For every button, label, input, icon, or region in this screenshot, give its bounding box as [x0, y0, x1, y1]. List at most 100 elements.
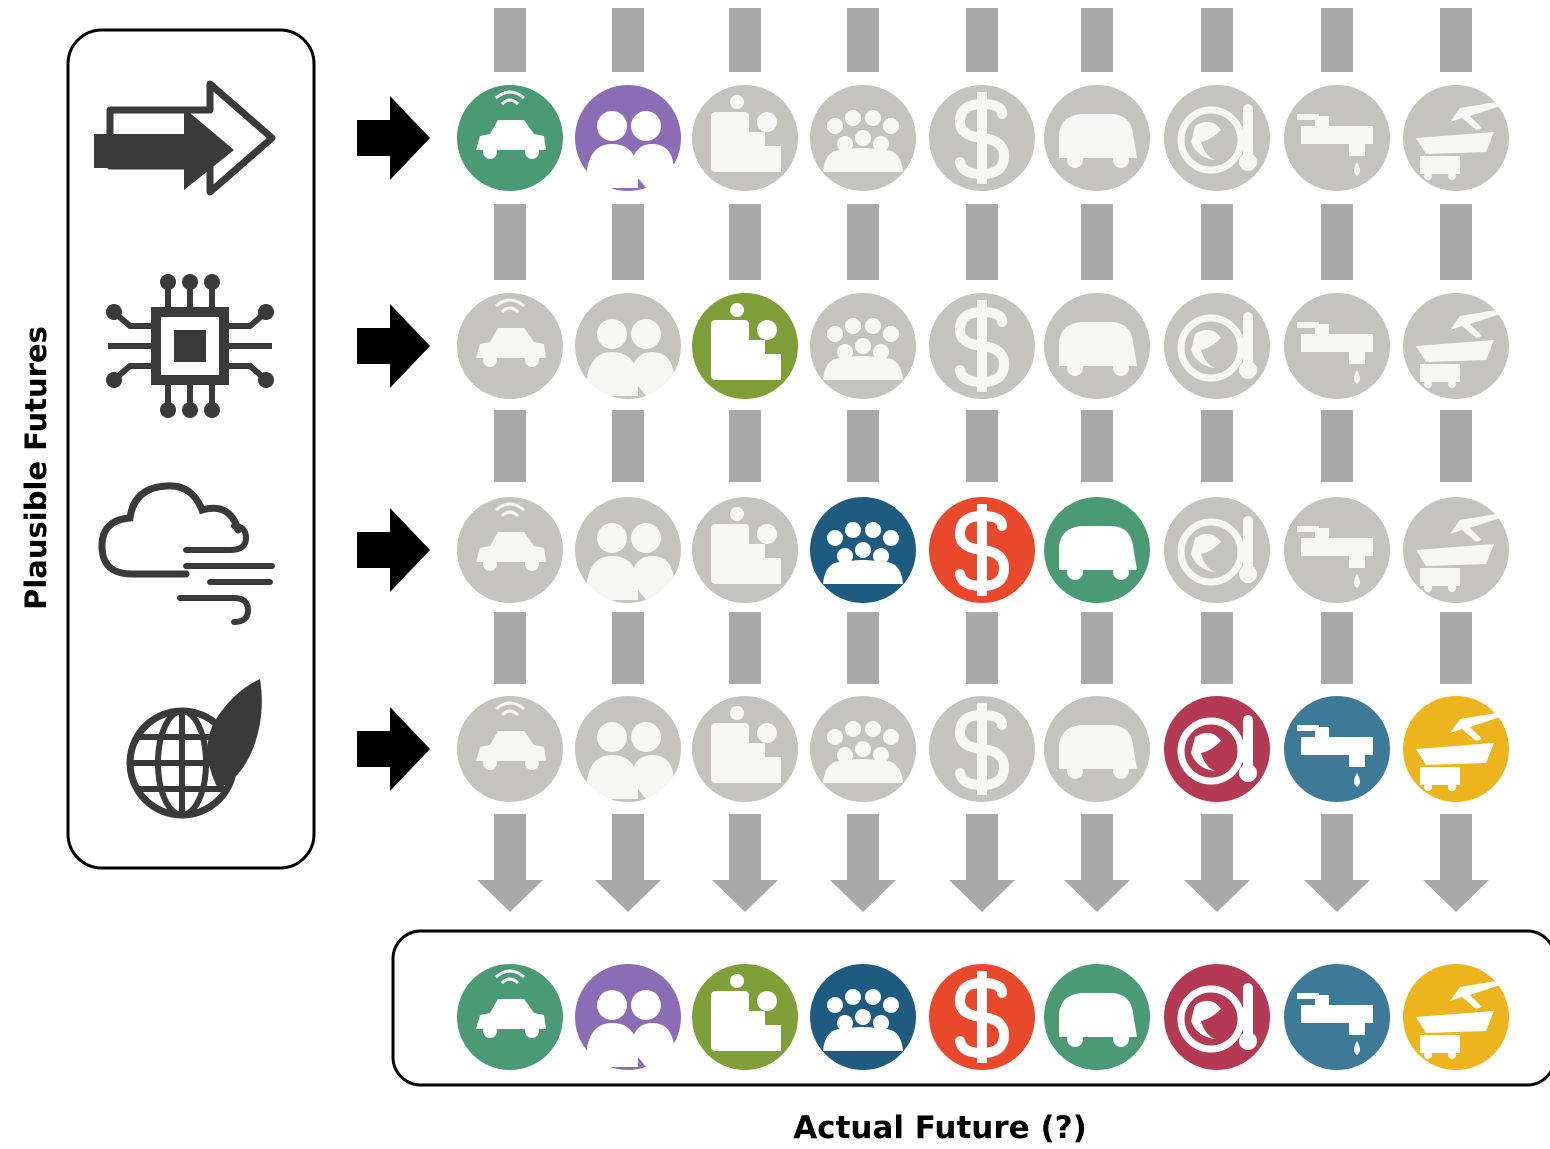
connector-bar: [494, 612, 526, 684]
water-faucet-icon: [1297, 114, 1373, 176]
factor-cell: [692, 293, 798, 399]
actual-factor: [1164, 964, 1270, 1070]
forward-arrows-icon: [94, 80, 276, 196]
connector-bar: [1081, 8, 1113, 72]
right-arrow-icon: [357, 707, 430, 791]
factor-cell: [1164, 696, 1270, 802]
water-faucet-icon: [1297, 322, 1373, 384]
dollar-road-icon: [954, 703, 1010, 795]
down-arrow-icon: [1184, 880, 1250, 912]
actual-factor: [1284, 964, 1390, 1070]
factor-cell: [692, 85, 798, 191]
actual-factor: [457, 964, 563, 1070]
connector-bar: [847, 814, 879, 880]
connector-bar: [729, 410, 761, 482]
down-arrow-icon: [830, 880, 896, 912]
freight-transport-icon: [1416, 514, 1500, 592]
connected-car-icon: [476, 90, 546, 159]
factor-cell: [1284, 85, 1390, 191]
population-group-icon: [823, 989, 903, 1051]
right-arrow-icon: [357, 508, 430, 592]
factor-cell: [575, 696, 681, 802]
factor-cell: [692, 696, 798, 802]
globe-thermometer-icon: [1177, 983, 1257, 1053]
people-pair-icon: [586, 523, 674, 600]
connector-bar: [966, 410, 998, 482]
scenarios-box: [66, 28, 316, 870]
actual-factor: [929, 964, 1035, 1070]
connector-bar: [1440, 410, 1472, 482]
connector-bar: [847, 410, 879, 482]
actual-future-label: Actual Future (?): [793, 1110, 1087, 1146]
connector-bar: [1321, 410, 1353, 482]
connector-bar: [612, 814, 644, 880]
connector-bar: [1321, 814, 1353, 880]
connected-car-icon: [476, 502, 546, 571]
factor-cell: [1403, 497, 1509, 603]
water-faucet-icon: [1297, 725, 1373, 787]
smart-city-icon: [711, 507, 781, 584]
population-group-icon: [823, 318, 903, 380]
scenario-item: [94, 80, 430, 196]
actual-factor: [692, 964, 798, 1070]
passenger-vehicle-icon: [1059, 322, 1137, 376]
factor-cell: [929, 696, 1035, 802]
freight-transport-icon: [1416, 310, 1500, 388]
connector-bar: [1201, 8, 1233, 72]
factor-cell: [457, 293, 563, 399]
factor-cell: [575, 293, 681, 399]
connector-bar: [494, 814, 526, 880]
people-pair-icon: [586, 722, 674, 799]
connected-car-icon: [476, 701, 546, 770]
connector-bar: [966, 8, 998, 72]
connector-bar: [966, 612, 998, 684]
smart-city-icon: [711, 95, 781, 172]
population-group-icon: [823, 110, 903, 172]
globe-thermometer-icon: [1177, 516, 1257, 586]
factor-cell: [810, 85, 916, 191]
dollar-road-icon: [954, 300, 1010, 392]
connector-bar: [494, 8, 526, 72]
connector-bar: [847, 204, 879, 280]
freight-transport-icon: [1416, 713, 1500, 791]
connector-bar: [1081, 204, 1113, 280]
freight-transport-icon: [1416, 102, 1500, 180]
microchip-icon: [106, 274, 274, 418]
actual-factor: [1044, 964, 1150, 1070]
factor-cell: [1403, 293, 1509, 399]
down-arrow-icon: [1423, 880, 1489, 912]
factor-cell: [929, 293, 1035, 399]
connected-car-icon: [476, 298, 546, 367]
actual-future-box: [391, 929, 1550, 1087]
connector-bar: [1440, 8, 1472, 72]
connector-bar: [1440, 612, 1472, 684]
cloud-wind-icon: [98, 482, 275, 625]
smart-city-icon: [711, 974, 781, 1051]
factor-cell: [1164, 293, 1270, 399]
factor-cell: [457, 85, 563, 191]
scenario-item: [126, 679, 430, 819]
connector-bar: [1081, 814, 1113, 880]
connector-bar: [612, 612, 644, 684]
down-arrow-icon: [1064, 880, 1130, 912]
connector-bar: [1321, 8, 1353, 72]
population-group-icon: [823, 522, 903, 584]
connector-bar: [1201, 612, 1233, 684]
freight-transport-icon: [1416, 981, 1500, 1059]
scenario-icons: [94, 80, 430, 819]
connector-bar: [494, 410, 526, 482]
factor-cell: [1044, 497, 1150, 603]
connector-bar: [847, 8, 879, 72]
actual-factor: [1403, 964, 1509, 1070]
actual-factor: [575, 964, 681, 1070]
factor-cell: [457, 696, 563, 802]
actual-factor: [810, 964, 916, 1070]
scenario-item: [98, 482, 430, 625]
factor-grid: [457, 85, 1509, 802]
factor-cell: [1284, 293, 1390, 399]
down-arrow-icon: [595, 880, 661, 912]
right-arrow-icon: [357, 304, 430, 388]
factor-cell: [929, 85, 1035, 191]
connector-bar: [1081, 612, 1113, 684]
